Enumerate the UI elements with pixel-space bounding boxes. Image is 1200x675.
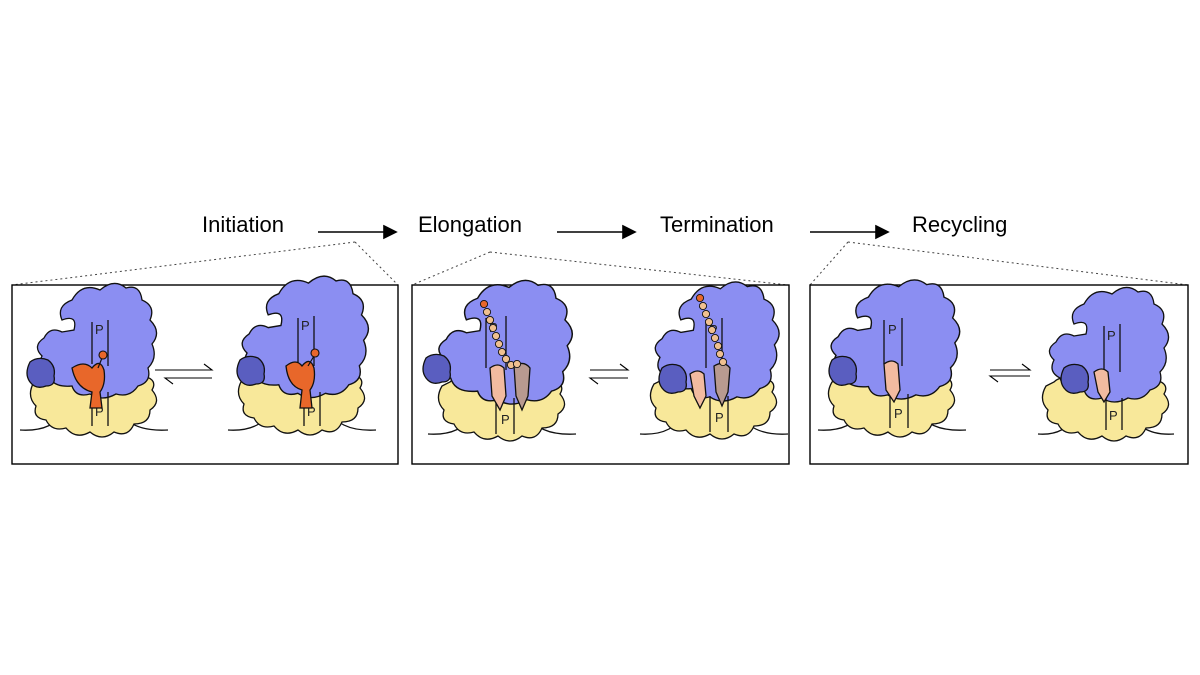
p-site-label: P — [95, 404, 104, 419]
stage-label-initiation: Initiation — [202, 212, 284, 237]
p-site-label: P — [501, 412, 510, 427]
stage-label-recycling: Recycling — [912, 212, 1008, 237]
p-site-label: P — [95, 322, 104, 337]
ribosome-recycling-b: P P — [1037, 286, 1175, 442]
stage-label-termination: Termination — [660, 212, 774, 237]
p-site-label: P — [888, 322, 897, 337]
stage-arrows — [318, 224, 890, 240]
stage-label-elongation: Elongation — [418, 212, 522, 237]
equilibrium-arrows-elongation — [588, 363, 630, 385]
elongation-panel — [411, 284, 790, 465]
equilibrium-arrows-recycling — [988, 363, 1032, 383]
ribosome-elongation-b: P P — [639, 281, 789, 440]
zoom-guides — [11, 241, 1189, 286]
p-site-label: P — [301, 318, 310, 333]
p-site-label: P — [307, 404, 316, 419]
initiation-panel — [11, 284, 399, 465]
equilibrium-arrows-initiation — [155, 363, 214, 385]
ribosome-elongation-a: P P — [422, 279, 577, 442]
p-site-label: P — [1109, 408, 1118, 423]
p-site-label: P — [894, 406, 903, 421]
p-site-label: P — [1107, 328, 1116, 343]
ribosome-recycling-a: P P — [817, 279, 967, 438]
recycling-panel — [809, 284, 1189, 465]
p-site-label: P — [715, 410, 724, 425]
ribosome-initiation-b: P P — [227, 275, 377, 436]
ribosome-initiation-a: P P — [19, 282, 169, 438]
